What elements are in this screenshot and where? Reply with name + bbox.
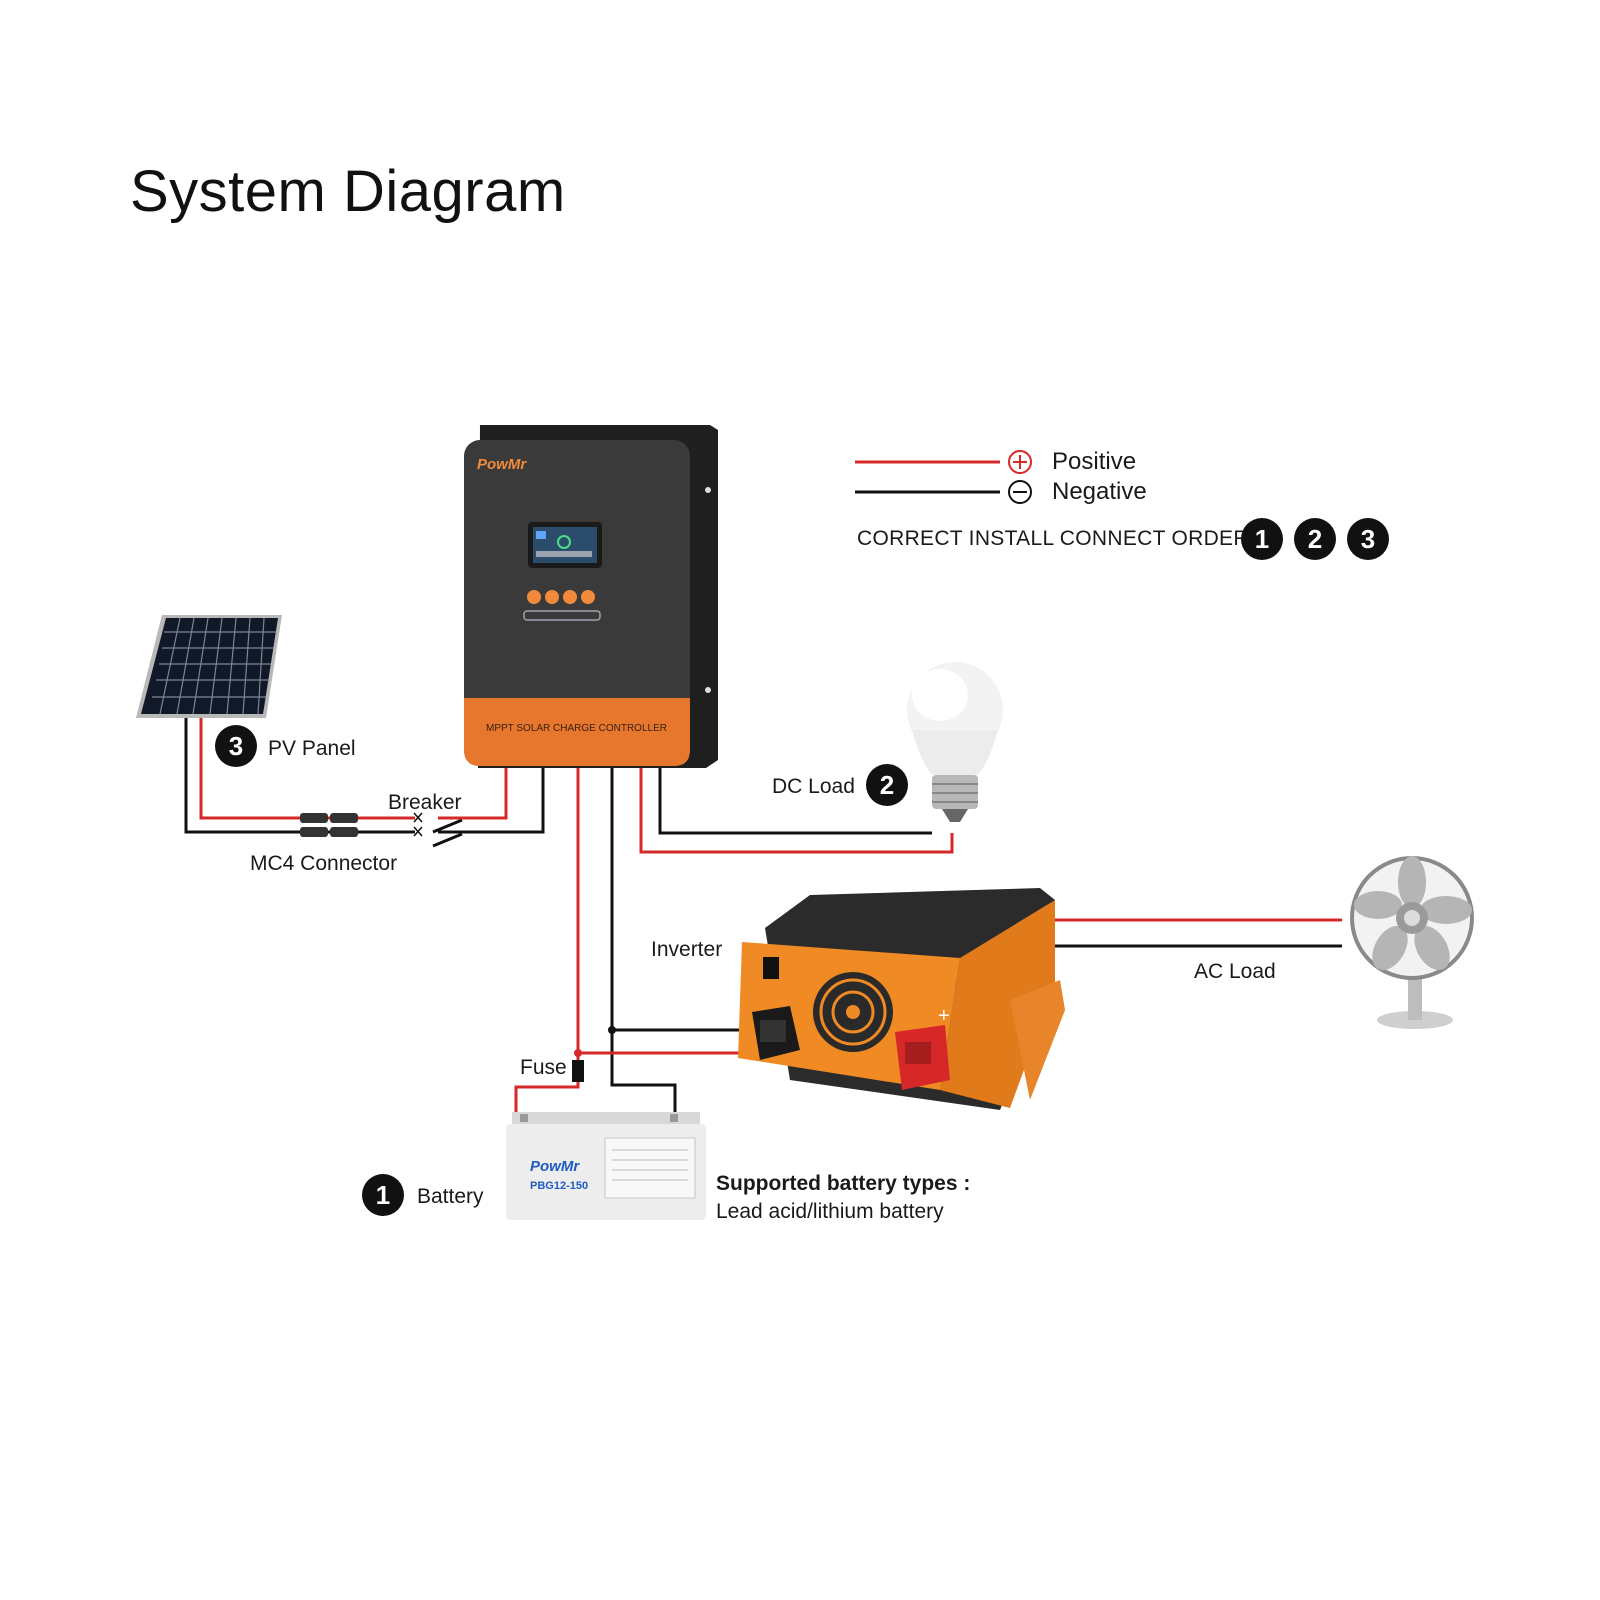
- mc4-connector-label: MC4 Connector: [250, 852, 398, 875]
- breaker-switch: [432, 818, 463, 834]
- battery-device: [506, 1112, 706, 1220]
- order-step-3-badge: 3: [1347, 518, 1389, 560]
- pv-panel-step-badge: 3: [215, 725, 257, 767]
- dc-load-step-badge: 2: [866, 764, 908, 806]
- order-step-2-badge: 2: [1294, 518, 1336, 560]
- battery-step-badge: 1: [362, 1174, 404, 1216]
- ac-load-label: AC Load: [1194, 960, 1276, 983]
- supported-battery-types: Lead acid/lithium battery: [716, 1200, 944, 1223]
- inverter-device: +: [738, 888, 1065, 1110]
- supported-battery-heading: Supported battery types :: [716, 1172, 971, 1195]
- legend-negative-label: Negative: [1052, 478, 1147, 505]
- fuse-icon: [572, 1060, 584, 1082]
- battery-model: PBG12-150: [530, 1180, 589, 1192]
- minus-circle-icon: [1008, 480, 1032, 504]
- breaker-label: Breaker: [388, 791, 462, 814]
- battery-negative-wire: [610, 760, 677, 1120]
- controller-brand: PowMr: [477, 456, 527, 473]
- fan-icon: [1350, 856, 1474, 1029]
- install-order-text: CORRECT INSTALL CONNECT ORDER:: [857, 527, 1255, 550]
- dc-load-label: DC Load: [772, 775, 855, 798]
- order-step-1-badge: 1: [1241, 518, 1283, 560]
- charge-controller-device: [464, 425, 718, 768]
- page-title: System Diagram: [130, 159, 566, 224]
- pv-panel-label: PV Panel: [268, 737, 356, 760]
- dc-load-positive-wire: [639, 760, 954, 854]
- battery-brand: PowMr: [530, 1158, 580, 1175]
- legend-positive-label: Positive: [1052, 448, 1137, 475]
- mc4-connector-icon: [300, 813, 358, 837]
- light-bulb-icon: [907, 662, 1003, 822]
- dc-load-negative-wire: [658, 760, 932, 835]
- inverter-label: Inverter: [651, 938, 723, 961]
- battery-label: Battery: [417, 1185, 484, 1208]
- controller-name: MPPT SOLAR CHARGE CONTROLLER: [486, 723, 667, 734]
- plus-circle-icon: [1008, 450, 1032, 474]
- svg-text:+: +: [938, 1005, 950, 1027]
- fuse-label: Fuse: [520, 1056, 567, 1079]
- solar-panel-icon: [136, 615, 282, 718]
- breaker-marks: [413, 812, 423, 837]
